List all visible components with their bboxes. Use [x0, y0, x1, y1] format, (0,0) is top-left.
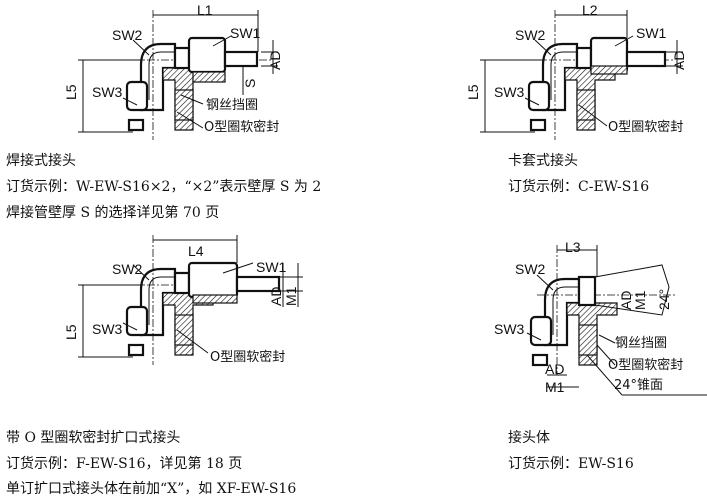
label-o-ring: O型圈软密封 — [608, 119, 683, 135]
fig4-title: 接头体 — [508, 430, 550, 446]
label-o-ring: O型圈软密封 — [210, 349, 285, 365]
dim-M1: M1 — [283, 286, 299, 306]
label-SW3: SW3 — [494, 84, 525, 100]
fig1-note: 焊接管壁厚 S 的选择详见第 70 页 — [6, 205, 220, 221]
dim-L5: L5 — [63, 84, 79, 100]
dim-AD: AD — [671, 51, 687, 70]
compression-fitting-drawing — [480, 8, 683, 142]
label-cone: 24°锥面 — [614, 378, 663, 393]
fig2-order-example: 订货示例：C-EW-S16 — [508, 179, 650, 195]
label-o-ring: O型圈软密封 — [608, 357, 683, 373]
dim-AD: AD — [267, 51, 283, 70]
fig3-note: 单订扩口式接头体在前加“X”，如 XF-EW-S16 — [6, 481, 297, 497]
label-SW3: SW3 — [92, 84, 123, 100]
label-SW1: SW1 — [230, 25, 261, 41]
dim-L4: L4 — [188, 243, 204, 259]
label-SW2: SW2 — [112, 261, 143, 277]
dim-AD: AD — [268, 287, 284, 306]
fig3-order-example: 订货示例：F-EW-S16，详见第 18 页 — [6, 456, 243, 472]
label-SW3: SW3 — [92, 321, 123, 337]
fig1-order-example: 订货示例：W-EW-S16×2，“×2”表示壁厚 S 为 2 — [6, 179, 322, 195]
label-retaining-ring: 钢丝挡圈 — [615, 336, 667, 351]
dim-L5: L5 — [63, 324, 79, 340]
label-SW3: SW3 — [494, 321, 525, 337]
label-retaining-ring: 钢丝挡圈 — [206, 98, 258, 113]
weld-fitting-drawing — [78, 8, 278, 142]
dim-M1-bottom: M1 — [545, 379, 565, 395]
label-SW2: SW2 — [515, 261, 546, 277]
label-SW1: SW1 — [636, 25, 667, 41]
dim-AD: AD — [618, 291, 634, 310]
fitting-body-drawing — [526, 243, 707, 396]
label-SW2: SW2 — [515, 27, 546, 43]
dim-angle: 24° — [656, 289, 672, 310]
label-o-ring: O型圈软密封 — [204, 119, 279, 135]
dim-M1: M1 — [632, 290, 648, 310]
dim-L2: L2 — [582, 2, 598, 18]
dim-L5: L5 — [465, 84, 481, 100]
fig2-title: 卡套式接头 — [508, 153, 578, 169]
dim-AD-bottom: AD — [545, 361, 564, 377]
flare-fitting-drawing — [78, 233, 303, 367]
dim-L3: L3 — [565, 239, 581, 255]
label-SW2: SW2 — [112, 27, 143, 43]
dim-S: S — [242, 79, 258, 88]
dim-L1: L1 — [197, 2, 213, 18]
label-SW1: SW1 — [256, 259, 287, 275]
fig1-title: 焊接式接头 — [6, 153, 76, 169]
fig3-title: 带 O 型圈软密封扩口式接头 — [6, 430, 181, 446]
fig4-order-example: 订货示例：EW-S16 — [508, 456, 634, 472]
